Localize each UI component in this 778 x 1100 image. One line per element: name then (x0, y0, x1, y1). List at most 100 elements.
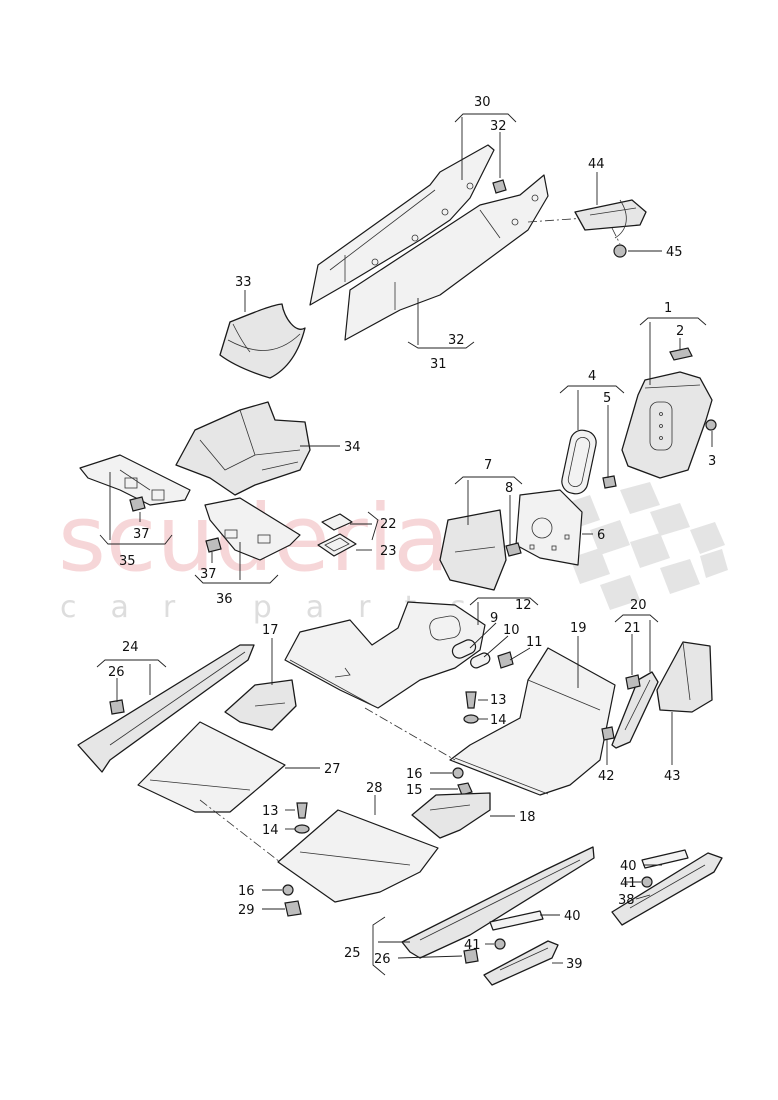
part-38-sill-plate-right (611, 852, 723, 926)
callout-37-left: 37 (133, 527, 150, 542)
part-43-side-trim (656, 641, 713, 713)
part-24-sill-trim-left (77, 644, 255, 773)
callout-25: 25 (344, 946, 361, 961)
callout-40-right: 40 (620, 859, 637, 874)
callout-16-upper: 16 (406, 767, 423, 782)
callout-8: 8 (505, 481, 513, 496)
callout-14-lower: 14 (262, 823, 279, 838)
callout-31: 31 (430, 357, 447, 372)
part-31-tunnel-trim-lower (344, 174, 549, 341)
part-35-bracket-left (79, 454, 191, 506)
part-34-tunnel-cover (175, 401, 311, 496)
callout-2: 2 (676, 324, 684, 339)
callout-16-lower: 16 (238, 884, 255, 899)
callout-17: 17 (262, 623, 279, 638)
part-3-nut (705, 419, 717, 431)
callout-43: 43 (664, 769, 681, 784)
part-28-rear-floor-mat (277, 809, 439, 903)
part-22-pad (321, 513, 353, 531)
part-8-clip (505, 542, 522, 557)
part-23-gasket (317, 533, 357, 557)
callout-15: 15 (406, 783, 423, 798)
part-44-bracket (574, 199, 647, 239)
callout-33: 33 (235, 275, 252, 290)
callout-13-lower: 13 (262, 804, 279, 819)
part-42-clip (601, 726, 615, 741)
part-25-sill-trim-long (401, 846, 595, 959)
callout-26-lower: 26 (374, 952, 391, 967)
callout-18: 18 (519, 810, 536, 825)
callout-5: 5 (603, 391, 611, 406)
part-1-cover-housing (621, 371, 713, 479)
part-17-mat-section (224, 679, 297, 731)
leader-lines (96, 113, 713, 976)
callout-22: 22 (380, 517, 397, 532)
part-16-nut-lower (282, 884, 294, 896)
part-13-screw-upper (465, 691, 477, 709)
part-41-nut-upper (641, 876, 653, 888)
callout-41-lower: 41 (464, 938, 481, 953)
part-29-clip (284, 900, 302, 917)
callout-38: 38 (618, 893, 635, 908)
callout-28: 28 (366, 781, 383, 796)
callout-30: 30 (474, 95, 491, 110)
part-30-tunnel-trim-upper (309, 144, 495, 306)
callout-14-upper: 14 (490, 713, 507, 728)
part-18-cover (411, 792, 491, 839)
callout-35: 35 (119, 554, 136, 569)
callout-23: 23 (380, 544, 397, 559)
callout-9: 9 (490, 611, 498, 626)
callout-41-right: 41 (620, 876, 637, 891)
part-36-bracket-right (204, 497, 301, 561)
callout-13-upper: 13 (490, 693, 507, 708)
callout-32-bottom: 32 (448, 333, 465, 348)
part-21-clip (625, 674, 641, 690)
part-11-clip (497, 651, 514, 669)
part-26-clip-upper (109, 699, 125, 715)
callout-42: 42 (598, 769, 615, 784)
checkered-flag-watermark (560, 482, 728, 610)
part-12-front-floor-mat (284, 601, 486, 709)
callout-20: 20 (630, 598, 647, 613)
callout-27: 27 (324, 762, 341, 777)
callout-1: 1 (664, 301, 672, 316)
part-32-clip-upper (492, 179, 507, 194)
callout-26-upper: 26 (108, 665, 125, 680)
callout-6: 6 (597, 528, 605, 543)
callout-44: 44 (588, 157, 605, 172)
part-45-nut (613, 244, 627, 258)
callout-29: 29 (238, 903, 255, 918)
part-26-clip-lower (463, 948, 479, 964)
part-14-washer-upper (463, 714, 479, 724)
part-39-sill-plate-left (483, 940, 559, 986)
part-40-strip-lower (489, 910, 544, 931)
callout-32-top: 32 (490, 119, 507, 134)
part-4-seal-ring (561, 429, 597, 495)
callout-39: 39 (566, 957, 583, 972)
callout-10: 10 (503, 623, 520, 638)
callout-7: 7 (484, 458, 492, 473)
callout-34: 34 (344, 440, 361, 455)
callout-12: 12 (515, 598, 532, 613)
part-5-clip (602, 475, 617, 489)
callout-36: 36 (216, 592, 233, 607)
part-33-trim-end-piece (219, 303, 306, 379)
callout-19: 19 (570, 621, 587, 636)
callout-3: 3 (708, 454, 716, 469)
part-16-nut-upper (452, 767, 464, 779)
callout-45: 45 (666, 245, 683, 260)
callout-11: 11 (526, 635, 543, 650)
callout-labels: 30 32 44 45 33 32 31 1 2 3 4 5 6 7 8 34 … (108, 95, 716, 972)
part-14-washer-lower (294, 824, 310, 834)
part-15-clip (457, 782, 473, 796)
part-10-ring (470, 652, 491, 669)
part-13-screw-lower (296, 802, 308, 819)
callout-4: 4 (588, 369, 596, 384)
callout-24: 24 (122, 640, 139, 655)
part-2-clip (669, 347, 693, 361)
part-41-nut-lower (494, 938, 506, 950)
part-7-cover-plate (439, 509, 507, 591)
watermark-tagline: car parts (60, 590, 500, 625)
part-27-rear-floor-mat (137, 721, 286, 813)
